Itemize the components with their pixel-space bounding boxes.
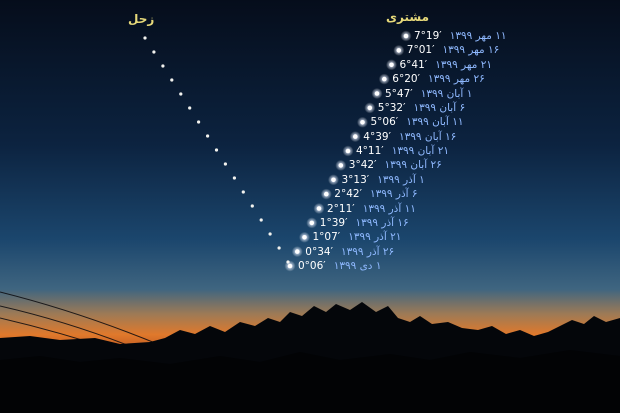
saturn-dot: [214, 148, 219, 152]
separation-value: 5°32′: [377, 101, 406, 114]
saturn-dot: [268, 232, 272, 236]
conjunction-entry: 5°32′ ۶ آبان ۱۳۹۹: [378, 101, 465, 115]
saturn-dot: [143, 36, 147, 40]
separation-value: 1°39′: [319, 216, 348, 229]
jupiter-star: [287, 263, 293, 269]
jupiter-star: [324, 191, 329, 197]
separation-value: 6°20′: [392, 73, 420, 86]
saturn-track: [143, 36, 290, 264]
conjunction-entry: 3°13′ ۱ آذر ۱۳۹۹: [342, 173, 425, 187]
conjunction-entry: 6°20′ ۲۶ مهر ۱۳۹۹: [392, 72, 484, 86]
conjunction-entry: 0°06′ ۱ دی ۱۳۹۹: [298, 259, 381, 273]
saturn-dot: [188, 106, 192, 110]
conjunction-entry: 1°07′ ۲۱ آذر ۱۳۹۹: [313, 230, 402, 244]
observation-date: ۲۱ آذر ۱۳۹۹: [348, 231, 402, 244]
conjunction-entry: 3°42′ ۲۶ آبان ۱۳۹۹: [349, 158, 442, 172]
conjunction-entry: 4°11′ ۲۱ آبان ۱۳۹۹: [356, 144, 449, 158]
separation-value: 6°41′: [399, 58, 428, 71]
conjunction-entry: 7°01′ ۱۶ مهر ۱۳۹۹: [407, 43, 499, 57]
separation-value: 5°06′: [370, 116, 399, 129]
saturn-dot: [152, 50, 156, 54]
observation-date: ۱۱ مهر ۱۳۹۹: [449, 30, 507, 42]
separation-value: 3°42′: [348, 159, 377, 172]
separation-value: 4°11′: [356, 145, 384, 157]
observation-date: ۶ آبان ۱۳۹۹: [413, 101, 466, 114]
separation-value: 4°39′: [363, 130, 391, 143]
jupiter-star: [389, 62, 394, 68]
observation-date: ۱ آبان ۱۳۹۹: [420, 87, 473, 100]
saturn-dot: [170, 78, 174, 82]
conjunction-entry: 2°11′ ۱۱ آذر ۱۳۹۹: [327, 202, 416, 216]
observation-date: ۱۱ آبان ۱۳۹۹: [406, 116, 464, 129]
conjunction-entry: 1°39′ ۱۶ آذر ۱۳۹۹: [320, 216, 409, 230]
observation-date: ۱۶ آذر ۱۳۹۹: [355, 216, 409, 229]
observation-date: ۲۱ مهر ۱۳۹۹: [435, 58, 492, 71]
saturn-dot: [179, 92, 183, 96]
jupiter-star: [396, 48, 402, 53]
jupiter-star: [309, 220, 315, 226]
separation-value: 2°42′: [334, 188, 362, 201]
saturn-label: زحل: [128, 12, 155, 26]
jupiter-star: [295, 249, 300, 254]
jupiter-star: [345, 148, 351, 154]
conjunction-entry: 2°42′ ۶ آذر ۱۳۹۹: [334, 187, 417, 201]
saturn-dot: [277, 246, 281, 250]
observation-date: ۱۶ آبان ۱۳۹۹: [398, 130, 457, 143]
separation-value: 0°06′: [298, 260, 326, 272]
conjunction-entry: 0°34′ ۲۶ آذر ۱۳۹۹: [305, 245, 394, 259]
foreground-shrubs: [0, 350, 620, 413]
separation-value: 3°13′: [341, 173, 370, 186]
conjunction-entry: 4°39′ ۱۶ آبان ۱۳۹۹: [363, 130, 456, 144]
observation-date: ۲۱ آبان ۱۳۹۹: [391, 145, 449, 157]
jupiter-star: [353, 134, 358, 139]
jupiter-track: [284, 30, 412, 272]
conjunction-entry: 7°19′ ۱۱ مهر ۱۳۹۹: [414, 29, 506, 43]
jupiter-star: [338, 163, 344, 168]
observation-date: ۲۶ آذر ۱۳۹۹: [340, 245, 395, 258]
saturn-dot: [197, 120, 201, 124]
saturn-dot: [206, 134, 210, 138]
saturn-dot: [232, 176, 236, 180]
observation-date: ۲۶ مهر ۱۳۹۹: [427, 73, 485, 86]
conjunction-entry: 5°47′ ۱ آبان ۱۳۹۹: [385, 87, 472, 101]
separation-value: 2°11′: [327, 202, 355, 215]
observation-date: ۱۶ مهر ۱۳۹۹: [442, 44, 500, 57]
jupiter-star: [360, 120, 365, 125]
jupiter-star: [374, 91, 380, 96]
jupiter-star: [403, 33, 409, 39]
separation-value: 1°07′: [312, 231, 341, 244]
saturn-dot: [241, 190, 245, 194]
observation-date: ۱ دی ۱۳۹۹: [333, 260, 382, 272]
observation-date: ۱ آذر ۱۳۹۹: [377, 173, 425, 186]
observation-date: ۱۱ آذر ۱۳۹۹: [362, 202, 416, 215]
conjunction-entry: 6°41′ ۲۱ مهر ۱۳۹۹: [400, 58, 492, 72]
jupiter-star: [316, 206, 322, 211]
observation-date: ۲۶ آبان ۱۳۹۹: [384, 159, 442, 172]
separation-value: 7°19′: [414, 30, 442, 42]
separation-value: 7°01′: [406, 44, 435, 57]
jupiter-star: [367, 105, 373, 111]
observation-date: ۶ آذر ۱۳۹۹: [369, 188, 418, 201]
jupiter-star: [302, 235, 307, 240]
saturn-dot: [161, 64, 165, 68]
jupiter-label: مشتری: [386, 10, 430, 24]
conjunction-entry: 5°06′ ۱۱ آبان ۱۳۹۹: [371, 115, 464, 129]
saturn-dot: [250, 204, 254, 208]
separation-value: 0°34′: [305, 245, 333, 258]
saturn-dot: [223, 162, 227, 166]
jupiter-star: [382, 76, 387, 82]
saturn-dot: [259, 218, 263, 222]
jupiter-star: [331, 177, 336, 183]
separation-value: 5°47′: [385, 87, 413, 100]
